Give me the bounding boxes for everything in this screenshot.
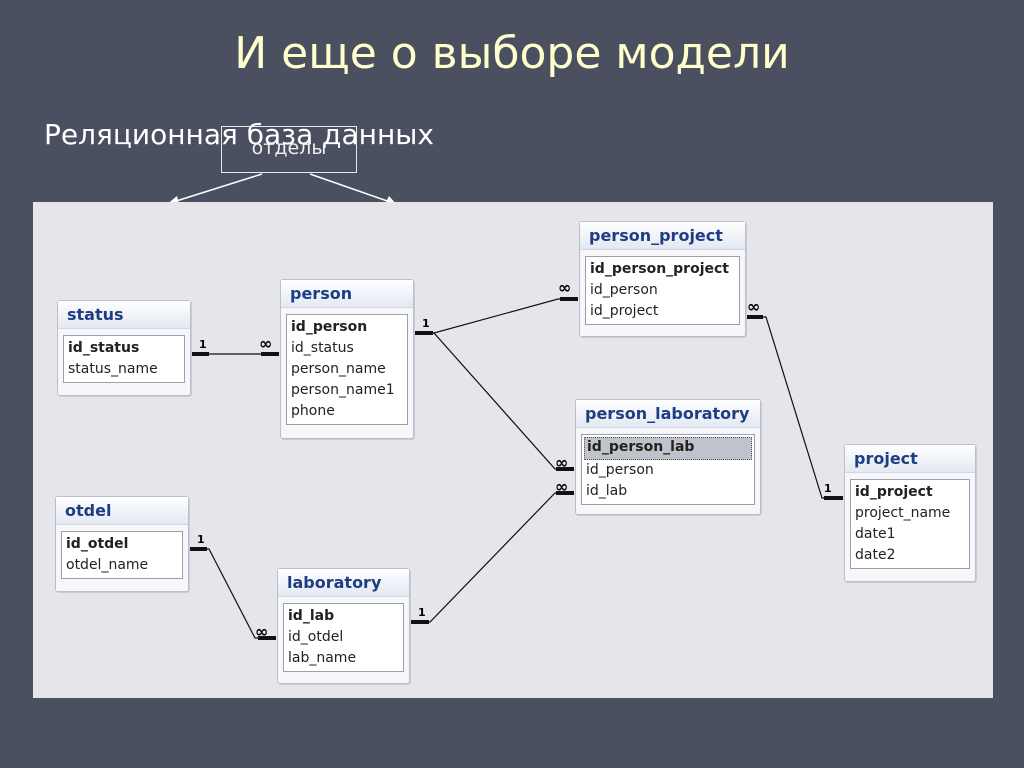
entity-person-project[interactable]: person_project id_person_project id_pers… [579, 221, 746, 337]
entity-person-laboratory[interactable]: person_laboratory id_person_lab id_perso… [575, 399, 761, 515]
callout-box [221, 126, 357, 173]
field[interactable]: date1 [855, 526, 896, 542]
field[interactable]: id_project [590, 303, 659, 319]
field[interactable]: id_status [291, 340, 354, 356]
field[interactable]: date2 [855, 547, 896, 563]
card-status-person-inf: ∞ [259, 334, 272, 353]
entity-title: project [845, 445, 975, 473]
entity-title: status [58, 301, 190, 329]
field-list: id_person_lab id_person id_lab [581, 434, 755, 505]
entity-title: person_project [580, 222, 745, 250]
field-primary-key[interactable]: id_lab [288, 608, 335, 624]
field[interactable]: otdel_name [66, 557, 149, 573]
entity-otdel[interactable]: otdel id_otdel otdel_name [55, 496, 189, 592]
entity-title: otdel [56, 497, 188, 525]
card-status-person-1: 1 [199, 338, 207, 351]
slide-subtitle: Реляционная база данных [44, 118, 434, 151]
card-project-pp-inf: ∞ [747, 297, 760, 316]
card-otdel-lab-1: 1 [197, 533, 205, 546]
field-list: id_person id_status person_name person_n… [286, 314, 408, 425]
relationship-lines [189, 297, 843, 640]
field[interactable]: project_name [855, 505, 951, 521]
callout-label: отделы [251, 137, 327, 159]
field-list: id_lab id_otdel lab_name [283, 603, 404, 672]
field[interactable]: id_person [590, 282, 658, 298]
card-person-pp-inf: ∞ [558, 278, 571, 297]
entity-person[interactable]: person id_person id_status person_name p… [280, 279, 414, 439]
entity-status[interactable]: status id_status status_name [57, 300, 191, 396]
field[interactable]: id_otdel [288, 629, 344, 645]
card-otdel-lab-inf: ∞ [255, 622, 268, 641]
field[interactable]: id_lab [586, 483, 628, 499]
field-list: id_status status_name [63, 335, 185, 383]
card-person-pp-1: 1 [422, 317, 430, 330]
entity-laboratory[interactable]: laboratory id_lab id_otdel lab_name [277, 568, 410, 684]
card-project-pp-1: 1 [824, 482, 832, 495]
entity-title: person_laboratory [576, 400, 760, 428]
field[interactable]: person_name1 [291, 382, 395, 398]
slide-title: И еще о выборе модели [234, 28, 790, 79]
link-laboratory-person-laboratory [410, 492, 574, 623]
callout-arrow-right [309, 173, 394, 204]
field-list: id_person_project id_person id_project [585, 256, 740, 325]
field-primary-key[interactable]: id_person [291, 319, 368, 335]
field[interactable]: status_name [68, 361, 158, 377]
link-person-person-laboratory [414, 332, 574, 470]
card-person-pl-inf: ∞ [555, 453, 568, 472]
card-lab-pl-1: 1 [418, 606, 426, 619]
entity-title: laboratory [278, 569, 409, 597]
entity-project[interactable]: project id_project project_name date1 da… [844, 444, 976, 582]
callout-arrow-left [169, 173, 263, 204]
schema-canvas: 1 ∞ 1 ∞ ∞ 1 ∞ 1 ∞ 1 ∞ status id_status s… [33, 202, 993, 698]
field[interactable]: lab_name [288, 650, 357, 666]
field[interactable]: phone [291, 403, 335, 419]
field-list: id_otdel otdel_name [61, 531, 183, 579]
field[interactable]: person_name [291, 361, 386, 377]
link-person-person-project [414, 298, 578, 334]
field-list: id_project project_name date1 date2 [850, 479, 970, 569]
entity-title: person [281, 280, 413, 308]
field-primary-key[interactable]: id_project [855, 484, 933, 500]
field-primary-key[interactable]: id_otdel [66, 536, 129, 552]
field[interactable]: id_person [586, 462, 654, 478]
field-primary-key[interactable]: id_person_project [590, 261, 729, 277]
card-lab-pl-inf: ∞ [555, 477, 568, 496]
field-primary-key-selected[interactable]: id_person_lab [584, 437, 752, 460]
field-primary-key[interactable]: id_status [68, 340, 140, 356]
